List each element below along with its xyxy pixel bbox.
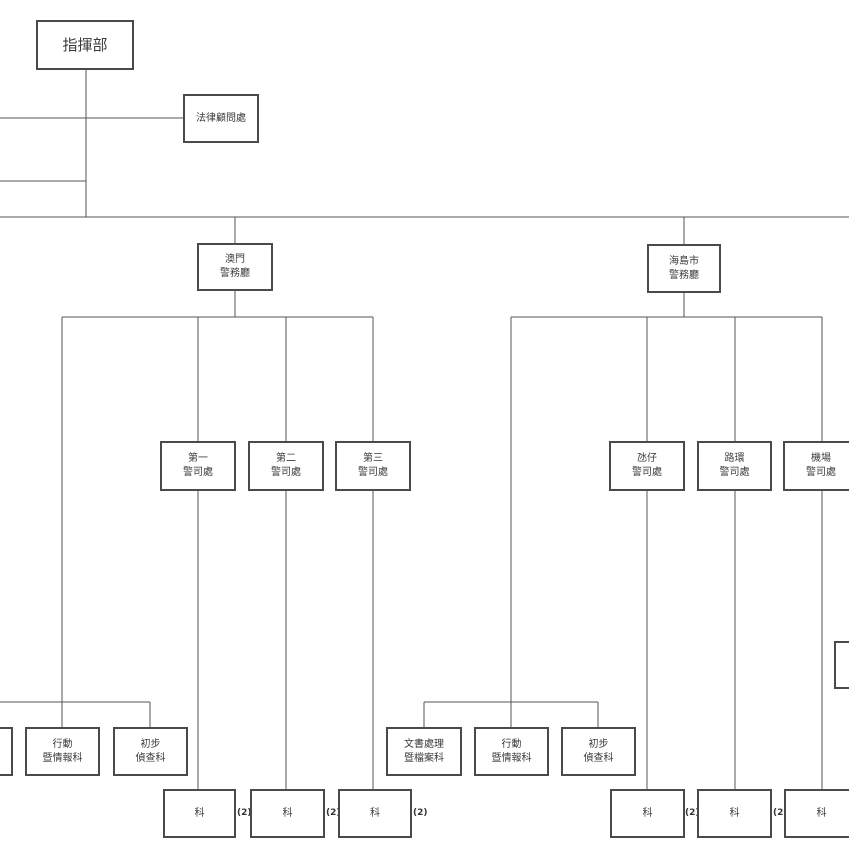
node-m3-section-label: 科: [370, 807, 380, 819]
node-command: 指揮部: [36, 20, 134, 70]
node-macau-division-2: 第二 警司處: [248, 441, 324, 491]
node-i2-line1: 路環: [724, 453, 745, 464]
note-m3-count: (2): [413, 808, 428, 818]
node-islands-line1: 海島市: [669, 255, 699, 267]
node-i3-section-label: 科: [816, 807, 827, 819]
node-partial-right: [834, 641, 849, 689]
node-macau-line1: 澳門: [225, 254, 245, 265]
node-command-label: 指揮部: [62, 36, 108, 54]
node-m3-line1: 第三: [363, 453, 383, 464]
node-i2-section: 科: [697, 789, 772, 838]
node-islands-prelim-line2: 偵查科: [583, 752, 614, 764]
node-i3-section: 科: [784, 789, 849, 838]
node-partial-left: [0, 727, 13, 776]
node-islands-police-dept: 海島市 警務廳: [647, 244, 721, 293]
node-i1-line1: 氹仔: [637, 453, 657, 464]
node-m2-line2: 警司處: [271, 467, 301, 478]
node-islands-line2: 警務廳: [669, 269, 699, 281]
node-macau-division-3: 第三 警司處: [335, 441, 411, 491]
node-islands-prelim-invest-section: 初步 偵查科: [561, 727, 636, 776]
node-m1-section-label: 科: [194, 807, 205, 819]
node-i3-line2: 警司處: [806, 467, 836, 478]
node-macau-prelim-invest-section: 初步 偵查科: [113, 727, 188, 776]
node-i2-line2: 警司處: [719, 467, 750, 478]
node-islands-action-line1: 行動: [501, 738, 522, 750]
note-i1-count: (2): [685, 808, 700, 818]
node-islands-action-intel-section: 行動 暨情報科: [474, 727, 549, 776]
node-m3-section: 科: [338, 789, 412, 838]
node-macau-action-intel-section: 行動 暨情報科: [25, 727, 100, 776]
note-i2-count: (2): [773, 808, 788, 818]
node-legal-label: 法律顧問處: [196, 112, 246, 124]
node-coloane-division: 路環 警司處: [697, 441, 772, 491]
node-i1-line2: 警司處: [632, 467, 662, 478]
node-m2-section: 科: [250, 789, 325, 838]
node-i3-line1: 機場: [811, 453, 831, 464]
node-macau-prelim-line1: 初步: [140, 738, 161, 750]
node-islands-docs-archive-section: 文書處理 暨檔案科: [386, 727, 462, 776]
note-m1-count: (2): [237, 808, 252, 818]
node-islands-docs-line1: 文書處理: [404, 738, 444, 750]
node-airport-division: 機場 警司處: [783, 441, 849, 491]
node-macau-line2: 警務廳: [220, 268, 250, 279]
node-macau-prelim-line2: 偵查科: [135, 752, 166, 764]
node-m1-section: 科: [163, 789, 236, 838]
node-taipa-division: 氹仔 警司處: [609, 441, 685, 491]
node-m2-line1: 第二: [276, 453, 296, 464]
node-macau-police-dept: 澳門 警務廳: [197, 243, 273, 291]
node-islands-prelim-line1: 初步: [588, 738, 609, 750]
node-m3-line2: 警司處: [358, 467, 388, 478]
node-i2-section-label: 科: [729, 807, 740, 819]
node-m2-section-label: 科: [282, 807, 293, 819]
node-legal-advisory: 法律顧問處: [183, 94, 259, 143]
node-m1-line1: 第一: [188, 453, 208, 464]
node-macau-division-1: 第一 警司處: [160, 441, 236, 491]
node-islands-action-line2: 暨情報科: [491, 752, 532, 764]
node-macau-action-line1: 行動: [52, 738, 73, 750]
node-macau-action-line2: 暨情報科: [42, 752, 83, 764]
node-i1-section-label: 科: [642, 807, 653, 819]
node-m1-line2: 警司處: [183, 467, 213, 478]
node-islands-docs-line2: 暨檔案科: [404, 752, 444, 764]
note-m2-count: (2): [326, 808, 341, 818]
node-i1-section: 科: [610, 789, 685, 838]
